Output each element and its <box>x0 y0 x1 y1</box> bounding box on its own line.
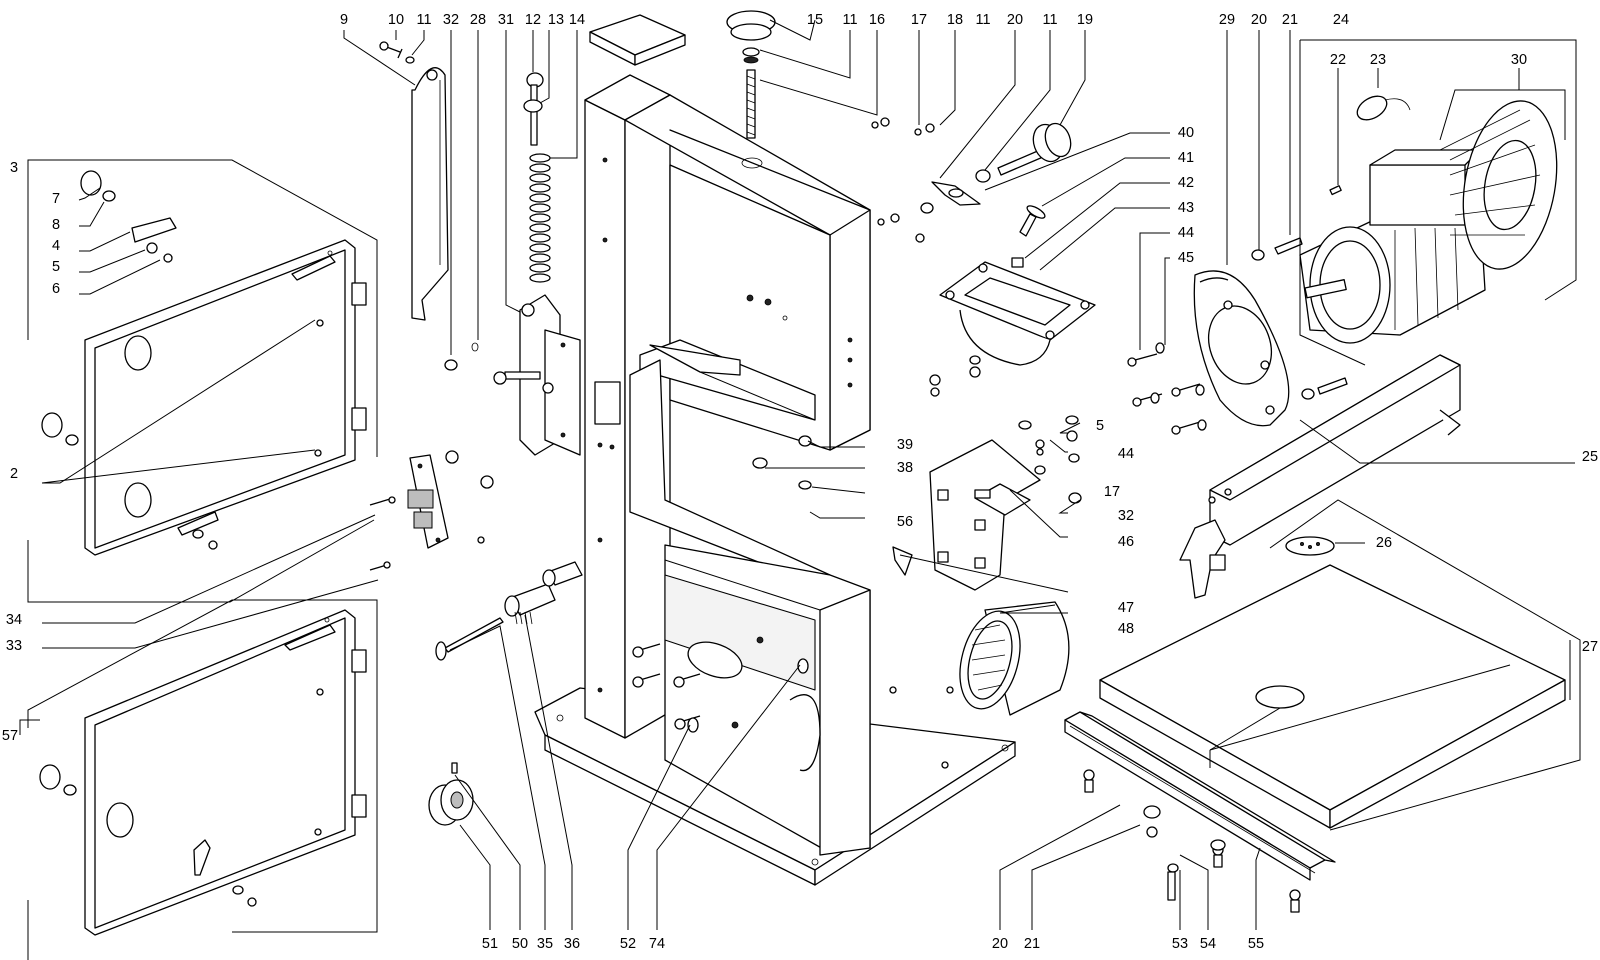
callout-44: 44 <box>1118 446 1134 462</box>
work-table <box>1099 564 1566 829</box>
callout-50: 50 <box>512 936 528 952</box>
callout-8: 8 <box>52 217 60 233</box>
callout-44: 44 <box>1178 225 1194 241</box>
lower-blade-cover <box>929 439 1041 591</box>
latch-parts <box>41 170 218 550</box>
door-lower <box>39 609 367 936</box>
callout-17: 17 <box>1104 484 1120 500</box>
callout-21: 21 <box>1282 12 1298 28</box>
callout-15: 15 <box>807 12 823 28</box>
callout-28: 28 <box>470 12 486 28</box>
callout-53: 53 <box>1172 936 1188 952</box>
callout-4: 4 <box>52 238 60 254</box>
fence-rail <box>1064 711 1336 881</box>
callout-14: 14 <box>569 12 585 28</box>
wing-screw <box>892 546 913 576</box>
callout-2: 2 <box>10 466 18 482</box>
callout-5: 5 <box>1096 418 1104 434</box>
callout-54: 54 <box>1200 936 1216 952</box>
callout-41: 41 <box>1178 150 1194 166</box>
lower-guide-mount <box>929 261 1096 397</box>
callout-26: 26 <box>1376 535 1392 551</box>
callout-34: 34 <box>6 612 22 628</box>
callout-21: 21 <box>1024 936 1040 952</box>
callout-57: 57 <box>2 728 18 744</box>
callout-3: 3 <box>10 160 18 176</box>
washer-stack <box>529 153 551 283</box>
motor <box>1299 95 1558 344</box>
small-hardware <box>379 41 1072 544</box>
callout-10: 10 <box>388 12 404 28</box>
blade-guard <box>411 67 449 321</box>
callout-5: 5 <box>52 259 60 275</box>
callout-20: 20 <box>1251 12 1267 28</box>
callout-31: 31 <box>498 12 514 28</box>
callout-24: 24 <box>1333 12 1349 28</box>
callout-11: 11 <box>416 12 431 28</box>
table-rail <box>1179 354 1461 599</box>
callout-17: 17 <box>911 12 927 28</box>
callout-7: 7 <box>52 191 60 207</box>
callout-33: 33 <box>6 638 22 654</box>
lower-bolts <box>687 658 1301 913</box>
callout-27: 27 <box>1582 639 1598 655</box>
callout-42: 42 <box>1178 175 1194 191</box>
callout-11: 11 <box>975 12 990 28</box>
callout-74: 74 <box>649 936 665 952</box>
callout-40: 40 <box>1178 125 1194 141</box>
knurled-wheel <box>428 779 474 826</box>
middle-washers <box>752 342 1207 504</box>
dust-port <box>959 601 1070 716</box>
tension-knob <box>726 10 776 139</box>
callout-20: 20 <box>1007 12 1023 28</box>
roller-parts <box>435 561 583 774</box>
callout-32: 32 <box>443 12 459 28</box>
motor-mount-plate <box>1193 237 1348 427</box>
door-upper <box>84 239 367 556</box>
callout-46: 46 <box>1118 534 1134 550</box>
callout-47: 47 <box>1118 600 1134 616</box>
callout-38: 38 <box>897 460 913 476</box>
group-brackets <box>27 39 1581 960</box>
callout-32: 32 <box>1118 508 1134 524</box>
callout-20: 20 <box>992 936 1008 952</box>
callout-30: 30 <box>1511 52 1527 68</box>
callout-35: 35 <box>537 936 553 952</box>
callout-48: 48 <box>1118 621 1134 637</box>
callout-39: 39 <box>897 437 913 453</box>
callout-11: 11 <box>1042 12 1057 28</box>
callout-18: 18 <box>947 12 963 28</box>
callout-6: 6 <box>52 281 60 297</box>
leader-lines <box>19 19 1575 930</box>
callout-9: 9 <box>340 12 348 28</box>
callout-51: 51 <box>482 936 498 952</box>
callout-36: 36 <box>564 936 580 952</box>
callout-56: 56 <box>897 514 913 530</box>
top-cap <box>589 14 686 66</box>
callout-23: 23 <box>1370 52 1386 68</box>
main-frame <box>584 74 871 856</box>
callout-55: 55 <box>1248 936 1264 952</box>
callout-25: 25 <box>1582 449 1598 465</box>
callout-22: 22 <box>1330 52 1346 68</box>
callout-16: 16 <box>869 12 885 28</box>
callout-52: 52 <box>620 936 636 952</box>
callout-12: 12 <box>525 12 541 28</box>
callout-13: 13 <box>548 12 564 28</box>
callout-11: 11 <box>842 12 857 28</box>
callout-29: 29 <box>1219 12 1235 28</box>
callout-45: 45 <box>1178 250 1194 266</box>
callout-19: 19 <box>1077 12 1093 28</box>
parts-artwork <box>27 10 1581 960</box>
callout-43: 43 <box>1178 200 1194 216</box>
switch <box>369 454 449 571</box>
table-insert <box>1285 536 1335 556</box>
